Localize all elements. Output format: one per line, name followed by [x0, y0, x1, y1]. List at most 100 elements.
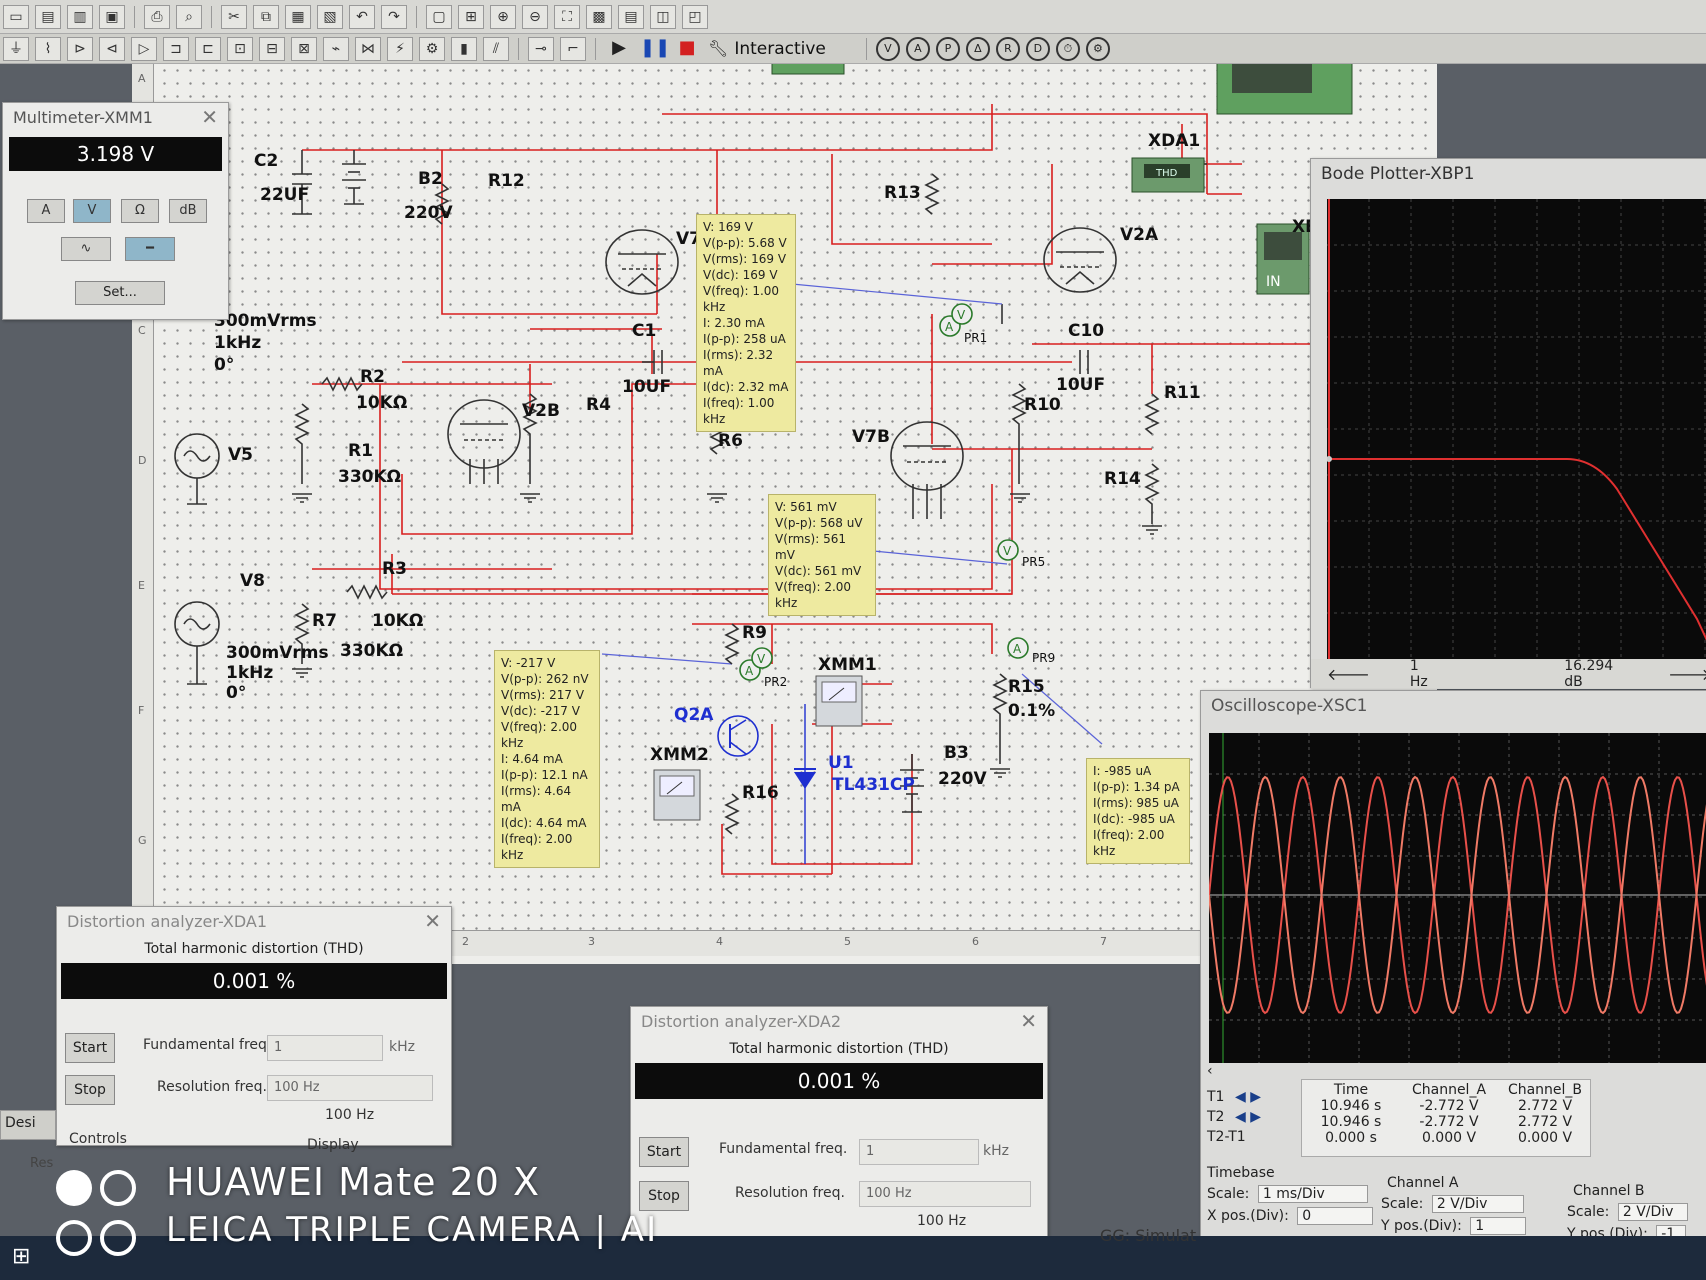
step-icon[interactable]: ⌐: [560, 36, 586, 61]
ttl-component-icon[interactable]: ⊐: [163, 36, 189, 61]
print-icon[interactable]: ⎙: [144, 4, 170, 29]
indicator-component-icon[interactable]: ⊠: [291, 36, 317, 61]
scope-scroll-arrow-icon[interactable]: ‹: [1207, 1063, 1213, 1079]
fullscreen-icon[interactable]: ⛶: [554, 4, 580, 29]
design-toolbox-tab[interactable]: Desi: [0, 1110, 56, 1140]
bode-plot-screen[interactable]: [1327, 199, 1706, 811]
dc-mode-button[interactable]: ━: [125, 237, 175, 261]
voltage-probe-icon[interactable]: V: [875, 36, 900, 61]
stop-simulation-button[interactable]: ■: [678, 36, 696, 58]
digital-probe-icon[interactable]: D: [1025, 36, 1050, 61]
xda1-start-button[interactable]: Start: [65, 1033, 115, 1063]
diff-probe-icon[interactable]: Δ: [965, 36, 990, 61]
power-component-icon[interactable]: ⌁: [323, 36, 349, 61]
resistor-r12[interactable]: [434, 183, 450, 225]
new-file-icon[interactable]: ▭: [3, 4, 29, 29]
multimeter-set-button[interactable]: Set...: [75, 281, 165, 305]
ypos-a-field[interactable]: 1: [1470, 1217, 1527, 1235]
resistor-r3[interactable]: [346, 584, 388, 600]
paste-icon[interactable]: ▦: [285, 4, 311, 29]
ref-probe-icon[interactable]: R: [995, 36, 1020, 61]
transistor-q2a[interactable]: [717, 715, 759, 757]
resistor-r15[interactable]: [992, 673, 1008, 764]
xda1-symbol[interactable]: [1131, 157, 1205, 193]
probe-pr9[interactable]: A: [1007, 637, 1029, 659]
decibel-mode-button[interactable]: dB: [169, 199, 207, 223]
t1-cursor-arrows[interactable]: ◀ ▶: [1235, 1089, 1261, 1105]
hier-block-icon[interactable]: ▮: [451, 36, 477, 61]
mixed-component-icon[interactable]: ⊟: [259, 36, 285, 61]
mcu-component-icon[interactable]: ⊡: [227, 36, 253, 61]
tube-v7b[interactable]: [890, 421, 964, 519]
bode-symbol[interactable]: [1256, 223, 1310, 295]
t2-cursor-arrows[interactable]: ◀ ▶: [1235, 1109, 1261, 1125]
xda2-start-button[interactable]: Start: [639, 1137, 689, 1167]
cursor-left-arrow-icon[interactable]: 🡐: [1327, 665, 1370, 684]
ammeter-mode-button[interactable]: A: [27, 199, 65, 223]
bode-plotter-window[interactable]: Bode Plotter-XBP1 🡐 1 Hz 16.294 dB 🡒: [1310, 158, 1706, 690]
xda1-stop-button[interactable]: Stop: [65, 1075, 115, 1105]
ac-source-v8[interactable]: [174, 601, 220, 685]
bus-icon[interactable]: ⫽: [483, 36, 509, 61]
electromech-component-icon[interactable]: ⚙: [419, 36, 445, 61]
cmos-component-icon[interactable]: ⊏: [195, 36, 221, 61]
xpos-field[interactable]: 0: [1297, 1207, 1374, 1225]
scope-screen[interactable]: [1209, 733, 1706, 1063]
capacitor-c2[interactable]: [292, 150, 312, 215]
zener-u1[interactable]: [794, 704, 816, 864]
diode-component-icon[interactable]: ⊳: [67, 36, 93, 61]
cha-scale-field[interactable]: 2 V/Div: [1431, 1195, 1524, 1213]
tube-v7a[interactable]: [605, 229, 679, 295]
resistor-r16[interactable]: [724, 793, 740, 835]
redo-icon[interactable]: ↷: [381, 4, 407, 29]
voltmeter-mode-button[interactable]: V: [73, 199, 111, 223]
probe-pr5[interactable]: V: [997, 539, 1019, 561]
capacitor-c1[interactable]: [642, 350, 663, 374]
multimeter-xmm2-symbol[interactable]: [653, 769, 701, 821]
resistor-r9[interactable]: [724, 623, 740, 665]
ac-mode-button[interactable]: ∿: [61, 237, 111, 261]
multimeter-title-bar[interactable]: Multimeter-XMM1 ✕: [3, 103, 228, 133]
undo-icon[interactable]: ↶: [349, 4, 375, 29]
xda1-title-bar[interactable]: Distortion analyzer-XDA1 ✕: [57, 907, 451, 937]
power-probe-icon[interactable]: P: [935, 36, 960, 61]
distortion-analyzer-xda2-window[interactable]: Distortion analyzer-XDA2 ✕ Total harmoni…: [630, 1006, 1048, 1246]
pause-simulation-button[interactable]: ❚❚: [640, 36, 671, 58]
close-icon[interactable]: ✕: [201, 105, 218, 129]
ohmmeter-mode-button[interactable]: Ω: [121, 199, 159, 223]
interactive-mode-label[interactable]: Interactive: [734, 38, 826, 59]
basic-component-icon[interactable]: ⌇: [35, 36, 61, 61]
probe-settings-icon[interactable]: ⚙: [1085, 36, 1110, 61]
delete-icon[interactable]: ▧: [317, 4, 343, 29]
distortion-analyzer-xda1-window[interactable]: Distortion analyzer-XDA1 ✕ Total harmoni…: [56, 906, 452, 1153]
close-icon[interactable]: ✕: [424, 909, 441, 933]
transistor-component-icon[interactable]: ⊲: [99, 36, 125, 61]
resistor-r10[interactable]: [1011, 383, 1027, 484]
xda2-fund-input[interactable]: 1: [859, 1139, 979, 1165]
zoom-out-icon[interactable]: ⊖: [522, 4, 548, 29]
source-component-icon[interactable]: ⏚: [3, 36, 29, 61]
scope-title-bar[interactable]: Oscilloscope-XSC1: [1201, 691, 1706, 721]
print-preview-icon[interactable]: ⌕: [176, 4, 202, 29]
rf-component-icon[interactable]: ⚡: [387, 36, 413, 61]
resistor-r7[interactable]: [294, 603, 310, 664]
xda2-res-select[interactable]: 100 Hz: [859, 1181, 1031, 1207]
results-tab[interactable]: Res: [30, 1156, 54, 1171]
current-probe-icon[interactable]: A: [905, 36, 930, 61]
grid-icon[interactable]: ▩: [586, 4, 612, 29]
xda1-res-select[interactable]: 100 Hz: [267, 1075, 433, 1101]
analog-component-icon[interactable]: ▷: [131, 36, 157, 61]
battery-b2[interactable]: [342, 150, 366, 205]
misc-component-icon[interactable]: ⋈: [355, 36, 381, 61]
windows-start-icon[interactable]: ⊞: [12, 1244, 31, 1269]
timebase-scale-field[interactable]: 1 ms/Div: [1257, 1185, 1368, 1203]
probe-pr2[interactable]: AV: [739, 647, 773, 681]
tube-v2a[interactable]: [1043, 227, 1117, 293]
multimeter-window[interactable]: Multimeter-XMM1 ✕ 3.198 V A V Ω dB ∿ ━ S…: [2, 102, 229, 320]
probe-pr1[interactable]: AV: [939, 303, 973, 337]
probe-tool-icon[interactable]: ⊸: [528, 36, 554, 61]
resistor-r1[interactable]: [294, 403, 310, 484]
zoom-area-icon[interactable]: ▢: [426, 4, 452, 29]
close-icon[interactable]: ✕: [1020, 1009, 1037, 1033]
